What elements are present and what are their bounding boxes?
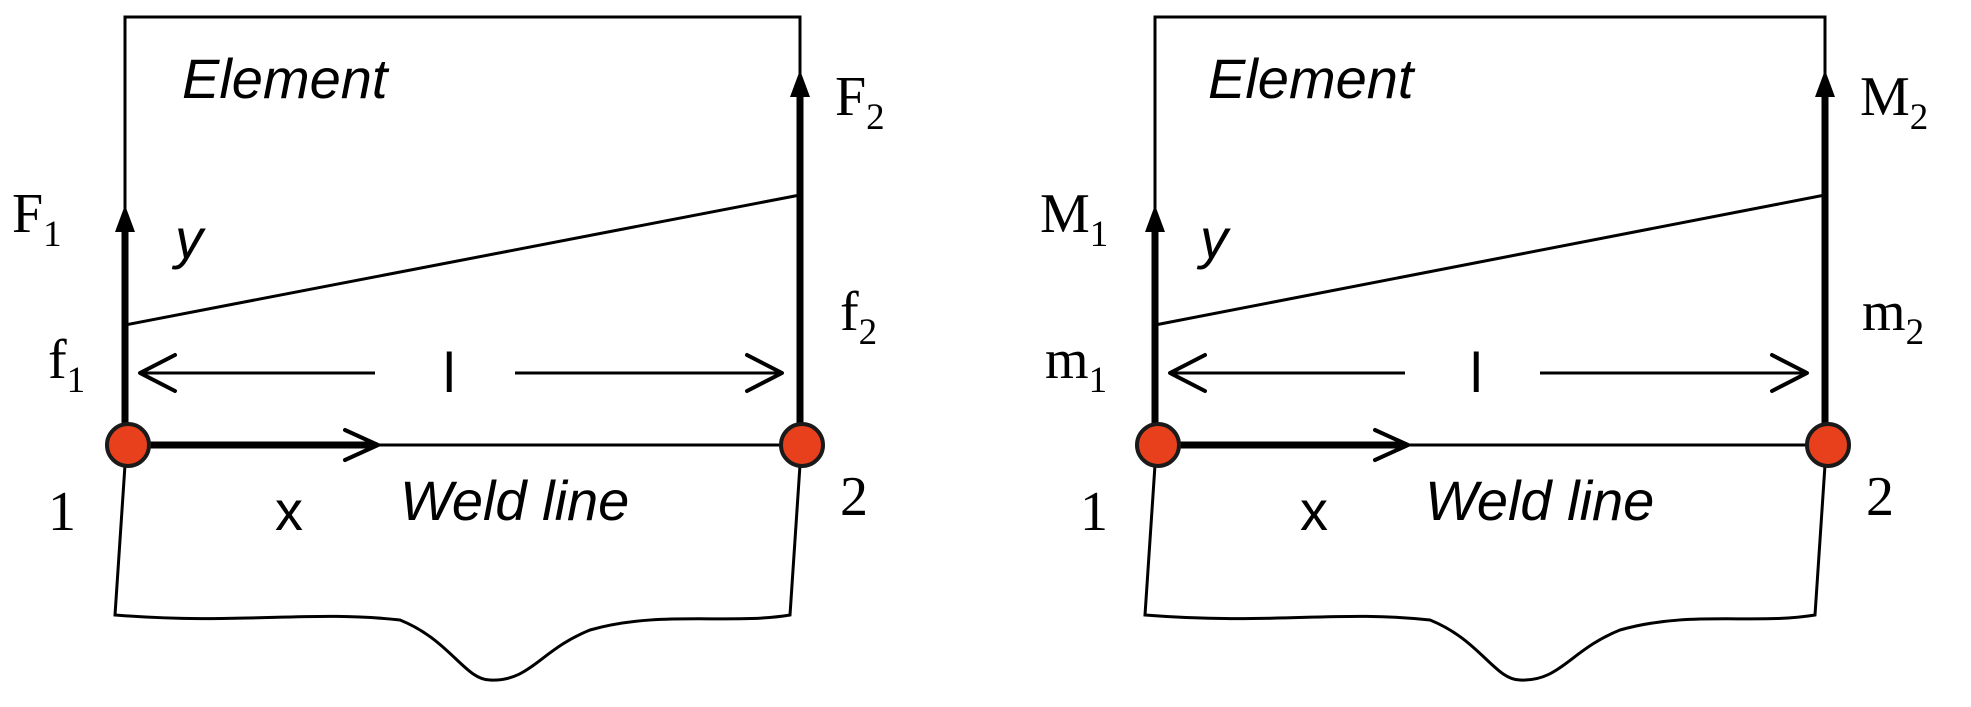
left-force-base: F xyxy=(12,183,43,245)
right-force-label: F2 xyxy=(835,66,885,138)
left-value-base: f xyxy=(48,329,67,391)
right-value-label: f2 xyxy=(840,281,877,353)
length-label: l xyxy=(1470,341,1482,404)
left-value-base: m xyxy=(1045,329,1089,391)
left-force-arrowhead xyxy=(115,205,135,232)
base-outline xyxy=(1143,464,1827,682)
left-moment-arrowhead xyxy=(1145,205,1165,232)
diagram-force: Element y l x Weld line 1 2 F1 F2 f1 f2 xyxy=(12,15,885,682)
element-label: Element xyxy=(182,47,390,110)
left-force-sub: 1 xyxy=(43,214,62,255)
left-value-sub: 1 xyxy=(67,360,86,401)
node-2-label: 2 xyxy=(840,466,868,528)
distribution-line xyxy=(1154,193,1826,327)
right-force-base: F xyxy=(835,66,866,128)
x-arrowhead xyxy=(343,428,380,462)
right-force-arrowhead xyxy=(790,70,810,97)
y-axis-label: y xyxy=(171,207,206,270)
length-dim-right-head xyxy=(745,353,784,393)
x-axis-label: x xyxy=(1300,479,1328,542)
x-axis-label: x xyxy=(275,479,303,542)
y-axis-label: y xyxy=(1196,207,1231,270)
node-1-label: 1 xyxy=(1080,481,1108,543)
length-dim-left-head xyxy=(138,353,177,393)
right-moment-base: M xyxy=(1860,66,1910,128)
node-2-label: 2 xyxy=(1866,466,1894,528)
length-dim-right-head xyxy=(1770,353,1809,393)
base-outline xyxy=(113,464,802,682)
node-2 xyxy=(779,422,825,468)
right-value-sub: 2 xyxy=(859,312,878,353)
left-value-label: m1 xyxy=(1045,329,1107,401)
right-moment-label: M2 xyxy=(1860,66,1928,138)
right-value-base: f xyxy=(840,281,859,343)
left-value-sub: 1 xyxy=(1089,360,1108,401)
right-value-base: m xyxy=(1862,281,1906,343)
node-1 xyxy=(105,422,151,468)
weld-line-label: Weld line xyxy=(1425,469,1654,532)
node-1-label: 1 xyxy=(48,481,76,543)
node-1 xyxy=(1135,422,1181,468)
distribution-line xyxy=(124,193,801,327)
left-moment-base: M xyxy=(1040,183,1090,245)
left-moment-label: M1 xyxy=(1040,183,1108,255)
weld-line-label: Weld line xyxy=(400,469,629,532)
right-value-label: m2 xyxy=(1862,281,1924,353)
length-dim-left-head xyxy=(1168,353,1207,393)
node-2 xyxy=(1805,422,1851,468)
left-force-label: F1 xyxy=(12,183,62,255)
diagram-moment: Element y l x Weld line 1 2 M1 M2 m1 m2 xyxy=(1040,15,1928,682)
right-value-sub: 2 xyxy=(1906,312,1925,353)
left-moment-sub: 1 xyxy=(1090,214,1109,255)
left-value-label: f1 xyxy=(48,329,85,401)
right-moment-arrowhead xyxy=(1815,70,1835,97)
length-label: l xyxy=(443,341,455,404)
element-label: Element xyxy=(1208,47,1416,110)
right-force-sub: 2 xyxy=(866,97,885,138)
x-arrowhead xyxy=(1373,428,1410,462)
right-moment-sub: 2 xyxy=(1910,97,1929,138)
